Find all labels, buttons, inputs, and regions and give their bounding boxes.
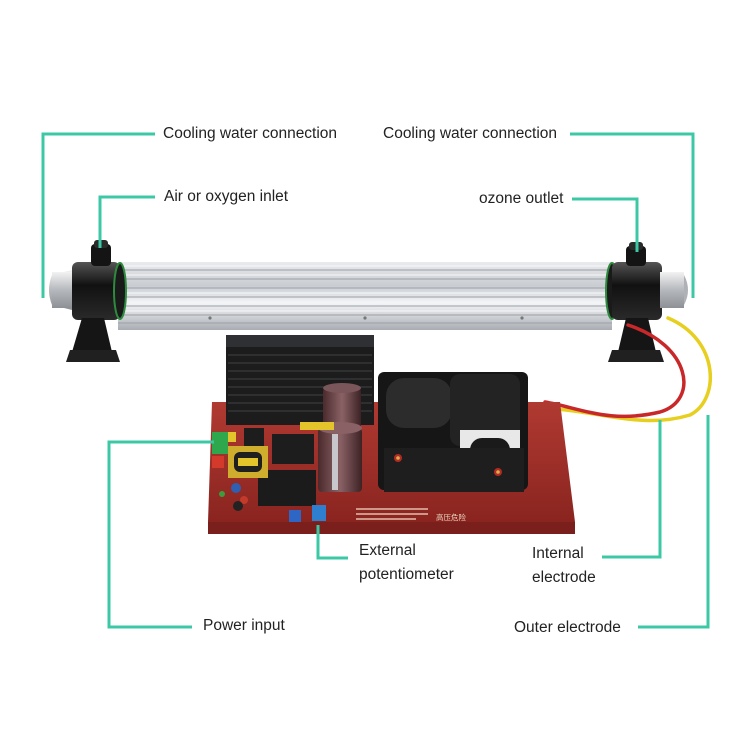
potentiometer-terminal xyxy=(312,505,326,521)
leader-internal-electrode xyxy=(602,420,662,559)
power-input-terminal xyxy=(212,432,228,454)
hv-transformer xyxy=(378,372,528,492)
leader-cooling-left xyxy=(41,132,155,298)
label-power-input: Power input xyxy=(203,617,285,634)
ozone-tube xyxy=(118,262,612,330)
leader-outer-electrode xyxy=(638,415,710,629)
label-cooling-water-left: Cooling water connection xyxy=(163,125,338,142)
label-ozone-outlet: ozone outlet xyxy=(479,190,564,207)
board-warning-text: 高压危险 xyxy=(436,512,466,522)
label-outer-electrode: Outer electrode xyxy=(514,619,621,636)
left-end-cap xyxy=(49,240,127,362)
label-internal-electrode-line2: electrode xyxy=(532,569,596,586)
leader-lines xyxy=(41,132,710,629)
label-internal-electrode-line1: Internal xyxy=(532,545,584,562)
electrolytic-capacitors xyxy=(318,383,362,492)
label-air-oxygen-inlet: Air or oxygen inlet xyxy=(164,188,289,205)
leader-power-input xyxy=(107,440,214,629)
electrode-wires xyxy=(538,316,712,423)
leader-ozone-outlet xyxy=(572,197,639,252)
leader-cooling-right xyxy=(570,132,695,298)
leader-air-inlet xyxy=(98,195,155,248)
power-board: 高压危险 xyxy=(208,335,575,534)
label-cooling-water-right: Cooling water connection xyxy=(383,125,558,142)
label-external-potentiometer-line2: potentiometer xyxy=(359,566,454,583)
right-end-cap xyxy=(605,242,688,362)
leader-external-pot xyxy=(316,525,348,560)
label-external-potentiometer-line1: External xyxy=(359,542,416,559)
